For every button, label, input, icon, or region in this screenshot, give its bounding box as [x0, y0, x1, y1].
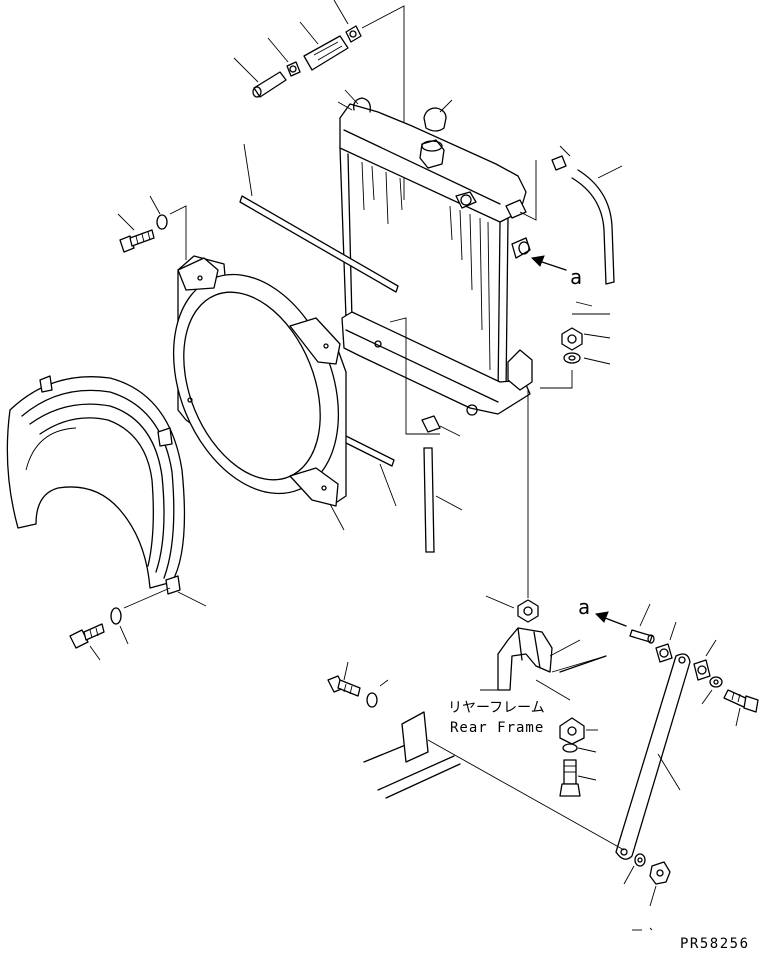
fan-guard	[6, 375, 207, 607]
radiator-core	[337, 89, 533, 435]
rod-bottom-fasteners	[623, 853, 671, 931]
bracket-bolt-left	[327, 661, 389, 708]
rear-frame-en-text: Rear Frame	[450, 720, 544, 736]
drain-hose	[421, 415, 463, 553]
rear-frame-bracket	[480, 627, 607, 701]
mount-plate	[401, 711, 429, 763]
reference-a-lower: a	[578, 595, 627, 627]
seal-strip-lower	[343, 435, 397, 507]
reference-a-upper: a	[530, 255, 582, 289]
hose-clamp-top	[345, 25, 362, 43]
pipe-part	[252, 71, 287, 98]
upper-hose-assembly	[233, 0, 405, 200]
mount-nut-upper	[485, 390, 539, 623]
frame-rails	[363, 655, 607, 799]
fan-shroud	[172, 255, 347, 531]
rear-frame-jp-text: リヤーフレーム	[448, 700, 545, 716]
seal-strip-upper	[239, 143, 399, 293]
reference-a-label-lower: a	[578, 595, 590, 619]
bracket-fastener-stack	[559, 717, 598, 797]
tie-rod	[427, 653, 691, 860]
hose-clamp	[286, 61, 301, 77]
upper-hose	[303, 35, 349, 71]
radiator-cap	[423, 99, 453, 132]
upper-left-bolt	[117, 195, 187, 260]
rod-collar-parts	[629, 603, 759, 727]
rear-frame-label: リヤーフレーム Rear Frame	[448, 700, 545, 736]
right-nut-washer	[540, 301, 611, 389]
drawing-code: PR58256	[680, 936, 750, 952]
overflow-hose	[519, 145, 623, 285]
reference-a-label-upper: a	[570, 265, 582, 289]
lower-left-bolt	[69, 587, 171, 661]
